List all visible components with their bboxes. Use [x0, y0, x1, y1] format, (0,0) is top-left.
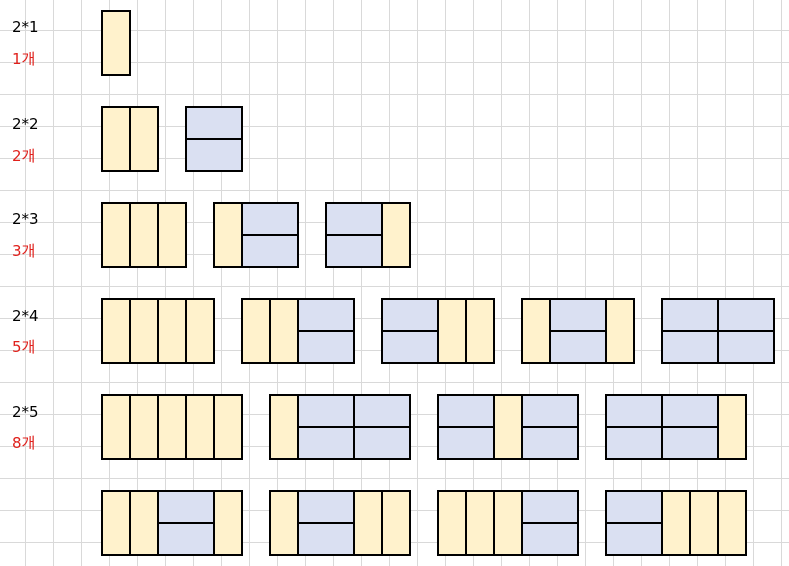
vertical-domino	[157, 394, 187, 460]
vertical-domino	[185, 394, 215, 460]
row-2-count-label: 2개	[12, 147, 36, 165]
horizontal-domino	[297, 522, 355, 556]
vertical-domino	[717, 490, 747, 556]
vertical-domino	[689, 490, 719, 556]
horizontal-domino	[521, 394, 579, 428]
horizontal-domino	[437, 426, 495, 460]
vertical-domino	[465, 298, 495, 364]
horizontal-domino	[297, 426, 355, 460]
horizontal-domino	[241, 202, 299, 236]
row-3-count-label: 3개	[12, 242, 36, 260]
vertical-domino	[129, 202, 159, 268]
horizontal-domino	[297, 490, 355, 524]
horizontal-domino	[325, 202, 383, 236]
horizontal-domino	[297, 394, 355, 428]
horizontal-domino	[185, 138, 243, 172]
horizontal-domino	[521, 426, 579, 460]
vertical-domino	[213, 394, 243, 460]
vertical-domino	[101, 202, 131, 268]
horizontal-domino	[661, 330, 719, 364]
horizontal-domino	[521, 490, 579, 524]
horizontal-domino	[241, 234, 299, 268]
horizontal-domino	[325, 234, 383, 268]
vertical-domino	[521, 298, 551, 364]
vertical-domino	[213, 490, 243, 556]
horizontal-domino	[661, 394, 719, 428]
horizontal-domino	[185, 106, 243, 140]
row-2-size-label: 2*2	[12, 115, 39, 133]
horizontal-domino	[605, 394, 663, 428]
row-4-count-label: 5개	[12, 338, 36, 356]
horizontal-domino	[157, 522, 215, 556]
vertical-domino	[269, 490, 299, 556]
vertical-domino	[157, 202, 187, 268]
vertical-domino	[717, 394, 747, 460]
vertical-domino	[101, 394, 131, 460]
horizontal-domino	[605, 490, 663, 524]
vertical-domino	[269, 298, 299, 364]
horizontal-domino	[521, 522, 579, 556]
horizontal-domino	[605, 426, 663, 460]
vertical-domino	[605, 298, 635, 364]
horizontal-domino	[717, 298, 775, 332]
horizontal-domino	[661, 426, 719, 460]
vertical-domino	[185, 298, 215, 364]
vertical-domino	[437, 298, 467, 364]
vertical-domino	[101, 10, 131, 76]
vertical-domino	[241, 298, 271, 364]
horizontal-domino	[717, 330, 775, 364]
vertical-domino	[129, 106, 159, 172]
vertical-domino	[381, 490, 411, 556]
vertical-domino	[129, 298, 159, 364]
row-1-size-label: 2*1	[12, 18, 39, 36]
vertical-domino	[661, 490, 691, 556]
horizontal-domino	[157, 490, 215, 524]
horizontal-domino	[297, 298, 355, 332]
vertical-domino	[101, 490, 131, 556]
vertical-domino	[493, 394, 523, 460]
vertical-domino	[101, 298, 131, 364]
horizontal-domino	[605, 522, 663, 556]
vertical-domino	[101, 106, 131, 172]
vertical-domino	[129, 490, 159, 556]
row-4-size-label: 2*4	[12, 307, 39, 325]
vertical-domino	[437, 490, 467, 556]
vertical-domino	[129, 394, 159, 460]
vertical-domino	[213, 202, 243, 268]
horizontal-domino	[437, 394, 495, 428]
vertical-domino	[465, 490, 495, 556]
horizontal-domino	[297, 330, 355, 364]
vertical-domino	[157, 298, 187, 364]
horizontal-domino	[353, 394, 411, 428]
vertical-domino	[353, 490, 383, 556]
horizontal-domino	[549, 298, 607, 332]
horizontal-domino	[353, 426, 411, 460]
row-3-size-label: 2*3	[12, 210, 39, 228]
horizontal-domino	[661, 298, 719, 332]
row-1-count-label: 1개	[12, 50, 36, 68]
horizontal-domino	[381, 298, 439, 332]
row-5-size-label: 2*5	[12, 403, 39, 421]
vertical-domino	[493, 490, 523, 556]
row-5-count-label: 8개	[12, 434, 36, 452]
vertical-domino	[381, 202, 411, 268]
vertical-domino	[269, 394, 299, 460]
horizontal-domino	[381, 330, 439, 364]
horizontal-domino	[549, 330, 607, 364]
